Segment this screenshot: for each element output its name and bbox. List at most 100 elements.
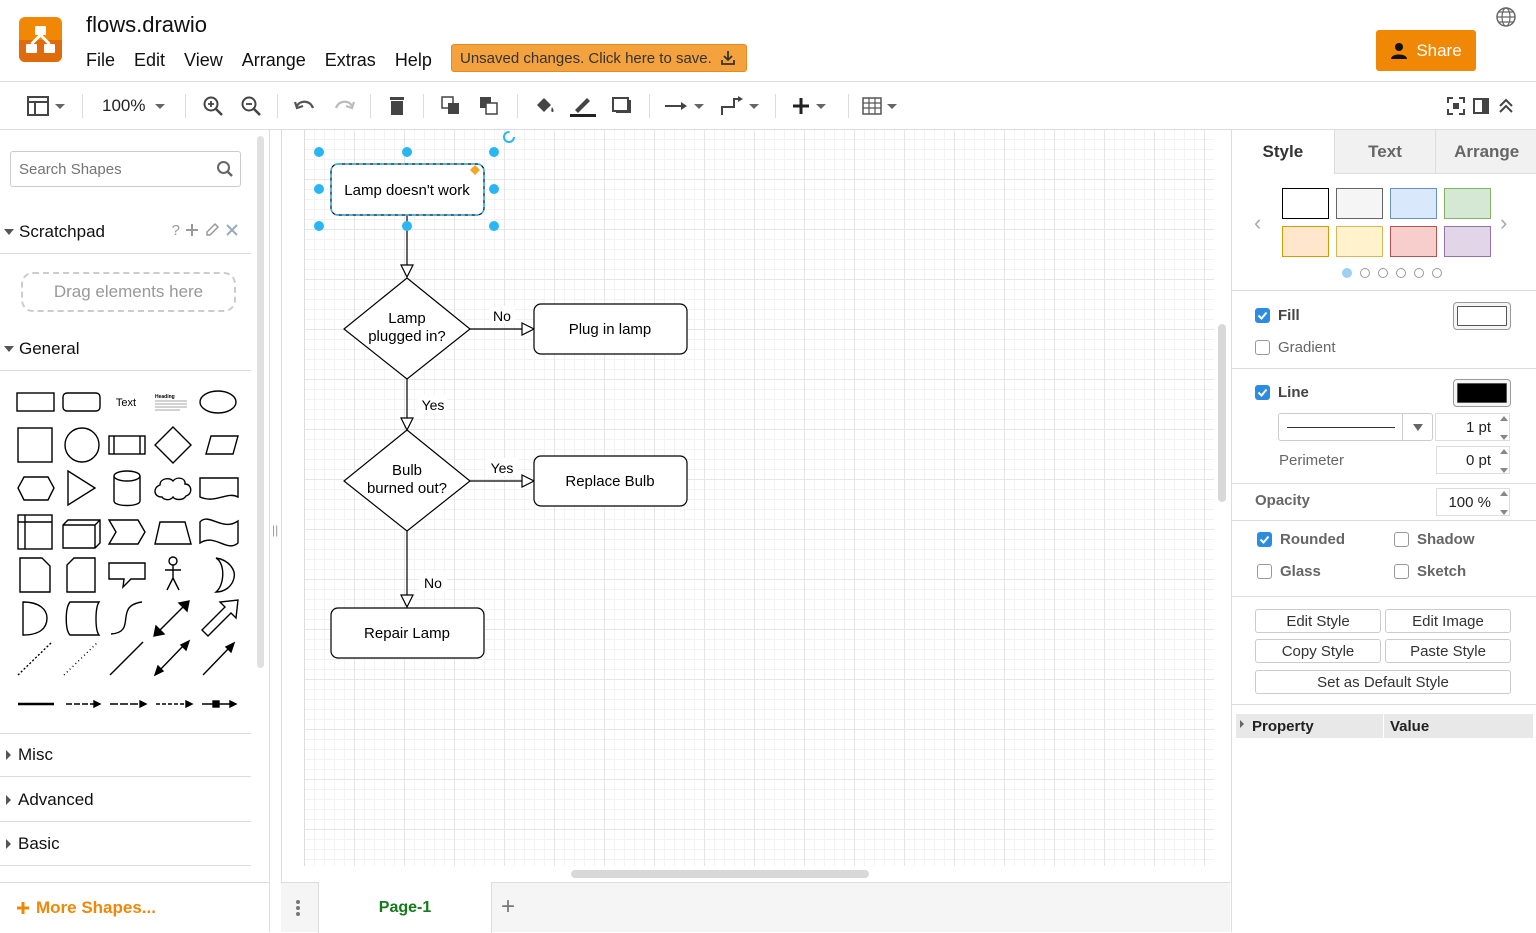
shape-dotted-line[interactable] [63,641,99,676]
edge-label-yes[interactable]: Yes [422,397,445,413]
globe-icon[interactable] [1495,6,1517,28]
menu-arrange[interactable]: Arrange [241,50,306,70]
rounding-handle[interactable] [470,165,480,175]
menu-view[interactable]: View [184,50,223,70]
line-color-button[interactable] [570,94,596,118]
copy-style-button[interactable]: Copy Style [1255,639,1381,663]
delete-button[interactable] [387,94,407,118]
vertical-scrollbar[interactable] [1218,324,1226,502]
shadow-checkbox[interactable] [1394,532,1409,547]
shape-line[interactable] [109,641,144,676]
shape-delay[interactable] [22,601,48,636]
rotate-handle-icon[interactable] [503,131,515,143]
set-default-style-button[interactable]: Set as Default Style [1255,670,1511,694]
resize-handle-se[interactable] [489,221,499,231]
glass-checkbox[interactable] [1257,564,1272,579]
undo-button[interactable] [293,94,317,118]
shape-card[interactable] [66,557,96,593]
search-input[interactable] [11,152,201,186]
style-swatch[interactable] [1390,226,1437,257]
zoom-dropdown[interactable]: 100% [102,94,166,118]
shape-document[interactable] [199,477,239,500]
shape-circle[interactable] [64,427,100,463]
shape-triangle[interactable] [67,469,97,507]
rounded-checkbox[interactable] [1257,532,1272,547]
edge-label-yes[interactable]: Yes [491,460,514,476]
view-panels-button[interactable] [26,94,65,118]
shape-parallelogram[interactable] [205,435,239,455]
shape-dashed-line[interactable] [17,641,53,676]
scratchpad-edit-icon[interactable] [204,222,220,238]
shape-cube[interactable] [62,519,101,549]
connector-dashed-arrow[interactable] [66,699,102,709]
fullscreen-button[interactable] [1447,94,1465,118]
resize-handle-s[interactable] [402,221,412,231]
zoom-out-button[interactable] [240,94,262,118]
search-shapes-field[interactable] [10,151,241,187]
edit-image-button[interactable]: Edit Image [1385,609,1511,633]
basic-header[interactable]: Basic [0,822,251,866]
insert-dropdown[interactable] [791,94,826,118]
rounded-option[interactable]: Rounded [1257,531,1345,548]
glass-option[interactable]: Glass [1257,563,1321,580]
swatch-page-dot[interactable] [1414,268,1424,278]
shape-cylinder[interactable] [113,470,141,507]
shape-process[interactable] [108,435,146,455]
connector-labeled-arrow[interactable] [202,699,238,709]
resize-handle-n[interactable] [402,147,412,157]
tab-text[interactable]: Text [1333,130,1436,174]
edge-label-no[interactable]: No [424,575,442,591]
pages-menu-icon[interactable] [295,899,301,917]
shape-step[interactable] [107,519,146,545]
style-swatch[interactable] [1282,226,1329,257]
fill-color-picker[interactable] [1453,302,1511,330]
shape-cloud[interactable] [154,477,192,501]
line-checkbox[interactable] [1255,385,1270,400]
drawio-logo-icon[interactable] [19,17,62,62]
diagram-canvas[interactable]: No Yes Yes No Lamp doesn't work Lamp plu… [281,130,1230,882]
chevron-left-icon[interactable]: ‹ [1254,210,1262,235]
advanced-header[interactable]: Advanced [0,778,251,822]
waypoints-dropdown[interactable] [720,94,759,118]
line-pattern-select[interactable] [1278,413,1433,441]
gradient-option[interactable]: Gradient [1255,339,1336,356]
style-swatch[interactable] [1282,188,1329,219]
style-swatch[interactable] [1444,226,1491,257]
shape-arrow[interactable] [201,599,239,637]
connection-dropdown[interactable] [665,94,704,118]
chevron-right-icon[interactable]: › [1500,210,1508,235]
style-swatch[interactable] [1336,188,1383,219]
line-option[interactable]: Line [1255,384,1309,401]
sidebar-resize-handle[interactable]: || [272,523,279,537]
scratchpad-close-icon[interactable] [225,222,239,238]
shape-internal-storage[interactable] [17,514,53,550]
format-panel-toggle[interactable] [1472,94,1490,118]
sidebar-scrollbar[interactable] [257,136,264,668]
menu-help[interactable]: Help [394,50,432,70]
shape-text[interactable]: Text [116,397,136,409]
shape-actor[interactable] [165,556,181,591]
tab-arrange[interactable]: Arrange [1435,130,1536,174]
node-repair-lamp[interactable] [330,607,485,659]
menu-extras[interactable]: Extras [324,50,376,70]
to-front-button[interactable] [440,94,462,118]
fill-option[interactable]: Fill [1255,307,1300,324]
menu-file[interactable]: File [86,50,116,70]
swatch-page-dot[interactable] [1432,268,1442,278]
edit-style-button[interactable]: Edit Style [1255,609,1381,633]
search-icon[interactable] [216,160,234,178]
shape-square[interactable] [17,427,53,463]
shape-textbox[interactable]: Heading [155,394,187,411]
misc-header[interactable]: Misc [0,733,251,777]
collapse-toolbar-button[interactable] [1497,94,1515,118]
menu-edit[interactable]: Edit [134,50,166,70]
tab-style[interactable]: Style [1232,130,1334,174]
swatch-page-dot[interactable] [1342,268,1352,278]
fill-checkbox[interactable] [1255,308,1270,323]
shape-trapezoid[interactable] [154,521,192,545]
resize-handle-nw[interactable] [314,147,324,157]
redo-button[interactable] [332,94,356,118]
page-tab[interactable]: Page-1 [318,882,492,933]
shape-rectangle[interactable] [16,392,55,412]
opacity-input[interactable]: 100 % [1436,488,1510,516]
